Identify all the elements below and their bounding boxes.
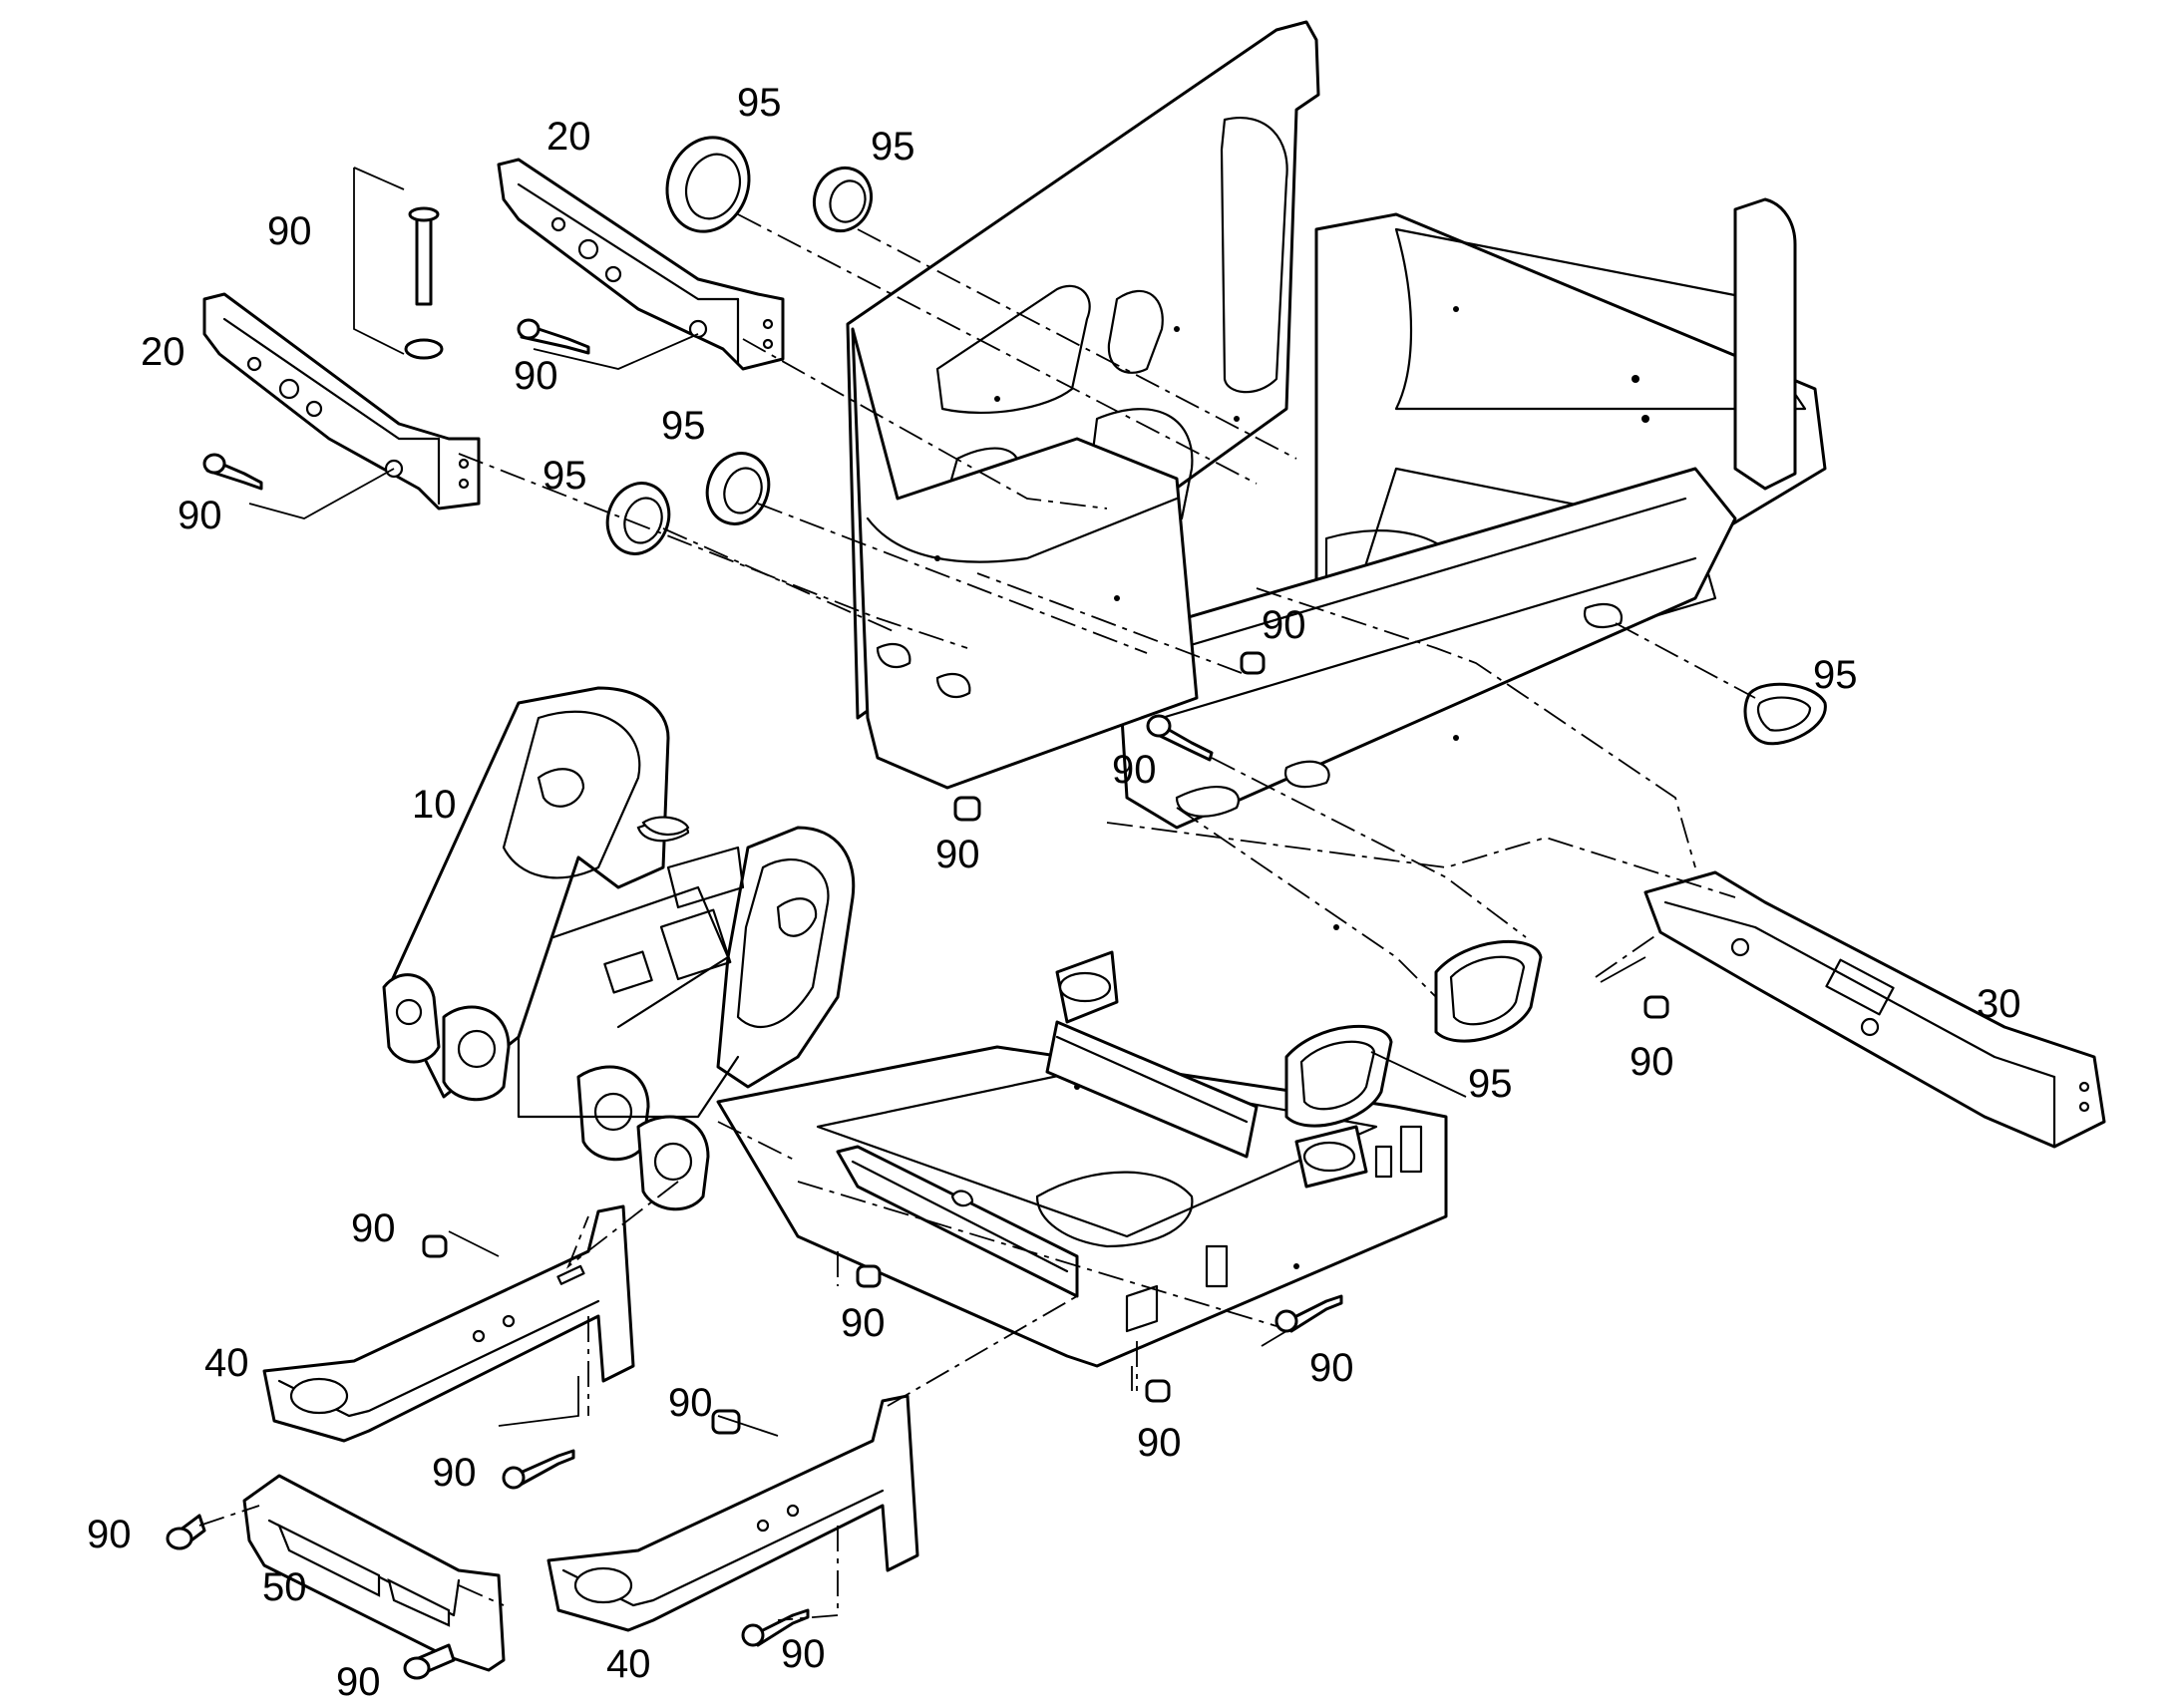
arm-part-20-lower xyxy=(202,292,481,511)
callout-40: 40 xyxy=(606,1642,651,1686)
callout-95: 95 xyxy=(871,125,915,169)
callout-95: 95 xyxy=(1813,653,1858,697)
callout-90: 90 xyxy=(1309,1346,1354,1390)
callout-90: 90 xyxy=(178,494,222,537)
leader-lines xyxy=(198,167,1756,1621)
callout-95: 95 xyxy=(543,454,587,498)
callout-20: 20 xyxy=(546,115,591,159)
main-frame-part-10 xyxy=(382,20,1827,1368)
callout-90: 90 xyxy=(432,1451,477,1495)
callout-95: 95 xyxy=(661,404,706,448)
callout-90: 90 xyxy=(935,833,980,876)
callout-95: 95 xyxy=(1468,1062,1513,1106)
callout-50: 50 xyxy=(262,1565,307,1609)
callout-90: 90 xyxy=(1630,1040,1674,1084)
beam-part-30 xyxy=(1643,870,2106,1149)
callout-90: 90 xyxy=(1112,748,1157,792)
callout-40: 40 xyxy=(204,1341,249,1385)
callout-90: 90 xyxy=(267,209,312,253)
callout-90: 90 xyxy=(668,1381,713,1425)
bracket-part-50 xyxy=(242,1474,506,1672)
callout-90: 90 xyxy=(841,1301,886,1345)
callout-90: 90 xyxy=(514,354,558,398)
callout-90: 90 xyxy=(781,1632,826,1676)
callout-20: 20 xyxy=(141,330,185,374)
callout-90: 90 xyxy=(336,1660,381,1704)
callout-30: 30 xyxy=(1977,982,2021,1026)
callout-labels: 95 95 20 90 20 90 90 95 95 90 95 90 10 9… xyxy=(87,81,2021,1704)
callout-90: 90 xyxy=(1262,603,1306,647)
ring-bushings-part-95 xyxy=(605,136,1827,1128)
callout-90: 90 xyxy=(351,1206,396,1250)
track-arm-part-40-right xyxy=(546,1394,919,1632)
callout-90: 90 xyxy=(87,1513,132,1556)
callout-90: 90 xyxy=(1137,1421,1182,1465)
fasteners-part-90 xyxy=(166,206,1669,1680)
callout-95: 95 xyxy=(737,81,782,125)
callout-10: 10 xyxy=(412,783,457,827)
track-arm-part-40-left xyxy=(262,1204,635,1443)
arm-part-20-upper xyxy=(497,158,785,371)
